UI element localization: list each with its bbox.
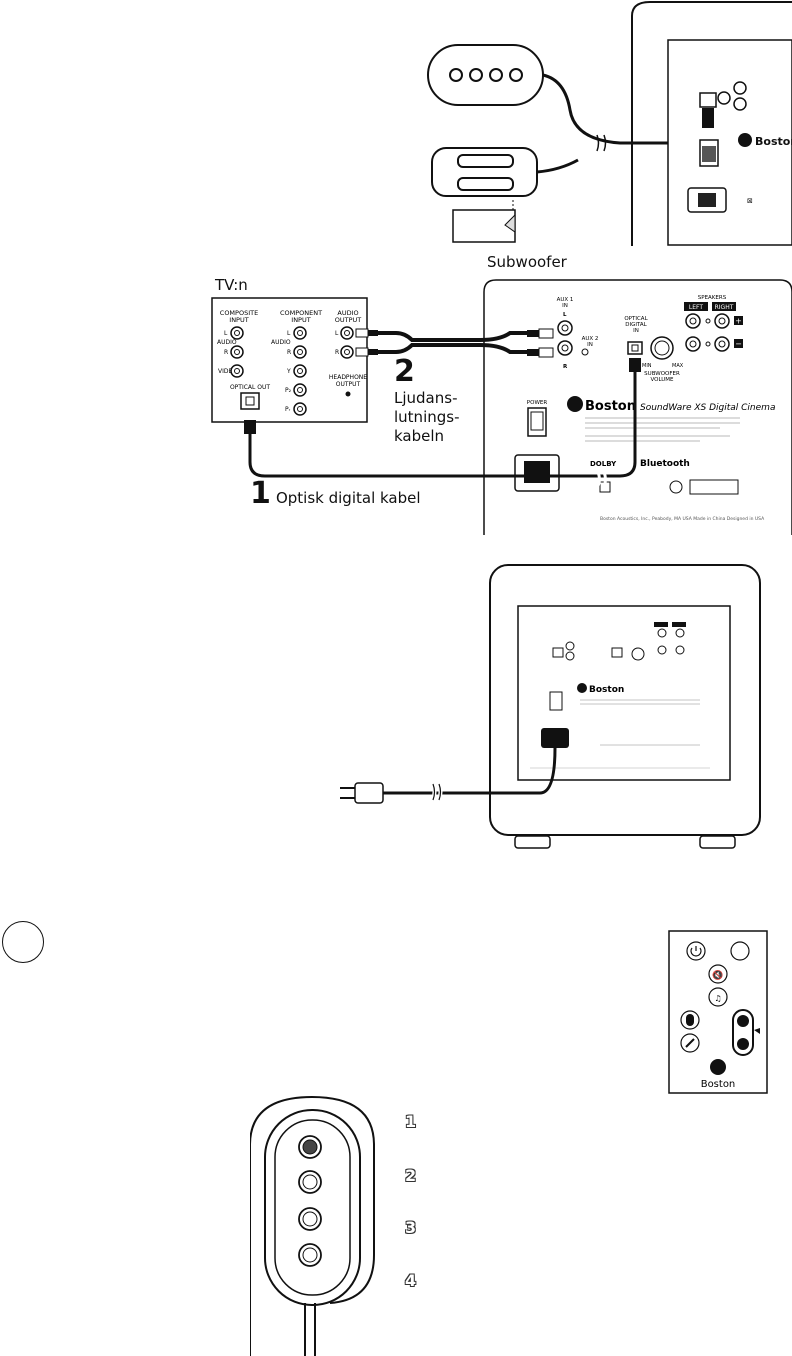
- svg-text:DIGITAL: DIGITAL: [625, 322, 647, 328]
- svg-text:L: L: [563, 312, 567, 318]
- svg-text:POWER: POWER: [527, 400, 548, 406]
- subwoofer-rear-full: Boston: [489, 564, 761, 849]
- svg-text:INPUT: INPUT: [229, 316, 248, 324]
- remote-control: 🔇 ♫ Boston: [668, 930, 768, 1094]
- svg-text:SoundWare XS Digital Cinema: SoundWare XS Digital Cinema: [640, 403, 775, 413]
- svg-text:L: L: [224, 330, 228, 337]
- remote-nfc-button: [680, 1033, 700, 1053]
- svg-text:MAX: MAX: [672, 363, 684, 369]
- svg-text:L: L: [335, 330, 339, 337]
- control-number-3: 3: [405, 1218, 417, 1237]
- control-pod-front: [250, 1095, 375, 1356]
- svg-text:OPTICAL: OPTICAL: [624, 316, 648, 322]
- remote-source-button: ♫: [708, 987, 728, 1007]
- svg-text:R: R: [335, 349, 339, 356]
- optical-cable-1: [244, 358, 641, 487]
- svg-text:L: L: [287, 330, 291, 337]
- svg-text:AUX 2: AUX 2: [582, 336, 599, 342]
- control-number-4: 4: [405, 1271, 417, 1290]
- power-connection-diagram: Boston: [340, 564, 761, 849]
- tv-rear-panel: COMPOSITE INPUT COMPONENT INPUT AUDIO OU…: [211, 297, 368, 423]
- svg-text:Boston: Boston: [585, 399, 636, 414]
- subwoofer-label: Subwoofer: [487, 253, 567, 271]
- svg-text:Boston: Boston: [589, 685, 624, 695]
- svg-text:R: R: [224, 349, 228, 356]
- svg-text:P₂: P₂: [285, 387, 292, 394]
- audio-cable-2: [355, 328, 554, 358]
- svg-text:Y: Y: [286, 368, 291, 375]
- svg-text:AUDIO: AUDIO: [337, 309, 358, 317]
- svg-text:Boston: Boston: [755, 135, 792, 148]
- control-pod-side: [431, 147, 579, 243]
- svg-text:+: +: [735, 317, 742, 326]
- svg-text:AUDIO: AUDIO: [217, 339, 237, 346]
- svg-text:IN: IN: [633, 328, 639, 334]
- svg-text:OPTICAL OUT: OPTICAL OUT: [230, 384, 270, 391]
- remote-power-button: [686, 941, 706, 961]
- svg-text:DOLBY: DOLBY: [590, 460, 617, 468]
- svg-text:🔇: 🔇: [712, 969, 723, 981]
- svg-text:Boston Acoustics, Inc., Peabod: Boston Acoustics, Inc., Peabody, MA USA …: [600, 516, 765, 522]
- svg-text:R: R: [287, 349, 291, 356]
- remote-bluetooth-button: [680, 1010, 700, 1030]
- svg-text:COMPONENT: COMPONENT: [280, 309, 322, 317]
- tv-connection-diagram: COMPOSITE INPUT COMPONENT INPUT AUDIO OU…: [211, 279, 792, 535]
- svg-text:HEADPHONE: HEADPHONE: [329, 374, 367, 381]
- control-pod-top: [427, 44, 544, 106]
- subwoofer-rear-panel: AUX 1 IN L R AUX 2 IN OPTICAL DIGITAL IN…: [483, 279, 792, 535]
- svg-text:AUDIO: AUDIO: [271, 339, 291, 346]
- svg-text:IN: IN: [587, 342, 593, 348]
- svg-text:R: R: [563, 364, 568, 370]
- top-connection-illustration: Boston ⊠: [427, 1, 792, 246]
- cable-2-label: 2 Ljudans- lutnings- kabeln: [394, 354, 460, 445]
- svg-text:LEFT: LEFT: [689, 304, 703, 311]
- svg-text:⊠: ⊠: [747, 197, 753, 205]
- cable-1-label: 1 Optisk digital kabel: [250, 476, 421, 511]
- svg-text:INPUT: INPUT: [291, 316, 310, 324]
- svg-text:SUBWOOFER: SUBWOOFER: [644, 371, 680, 377]
- remote-mute-button: 🔇: [708, 964, 728, 984]
- svg-text:AUX 1: AUX 1: [557, 297, 574, 303]
- svg-text:IN: IN: [562, 303, 568, 309]
- svg-text:MIN: MIN: [642, 363, 652, 369]
- subwoofer-partial-top: Boston ⊠: [631, 1, 792, 246]
- svg-text:−: −: [735, 340, 742, 349]
- remote-volume-rocker: [732, 1009, 760, 1056]
- svg-text:♫: ♫: [714, 994, 721, 1003]
- svg-text:VIDEO: VIDEO: [218, 368, 237, 375]
- svg-text:SPEAKERS: SPEAKERS: [698, 295, 727, 301]
- svg-text:VOLUME: VOLUME: [650, 377, 674, 383]
- tv-label: TV:n: [215, 276, 248, 294]
- svg-text:Pᵣ: Pᵣ: [285, 406, 291, 413]
- step-circle-marker: [2, 921, 44, 963]
- svg-text:RIGHT: RIGHT: [715, 304, 734, 311]
- svg-text:Bluetooth: Bluetooth: [640, 459, 690, 469]
- svg-text:OUTPUT: OUTPUT: [335, 316, 362, 324]
- control-number-2: 2: [405, 1166, 417, 1185]
- remote-brand: Boston: [701, 1079, 736, 1090]
- power-cord: [340, 747, 557, 804]
- control-number-1: 1: [405, 1112, 417, 1131]
- svg-text:OUTPUT: OUTPUT: [336, 381, 361, 388]
- svg-text:COMPOSITE: COMPOSITE: [220, 309, 258, 317]
